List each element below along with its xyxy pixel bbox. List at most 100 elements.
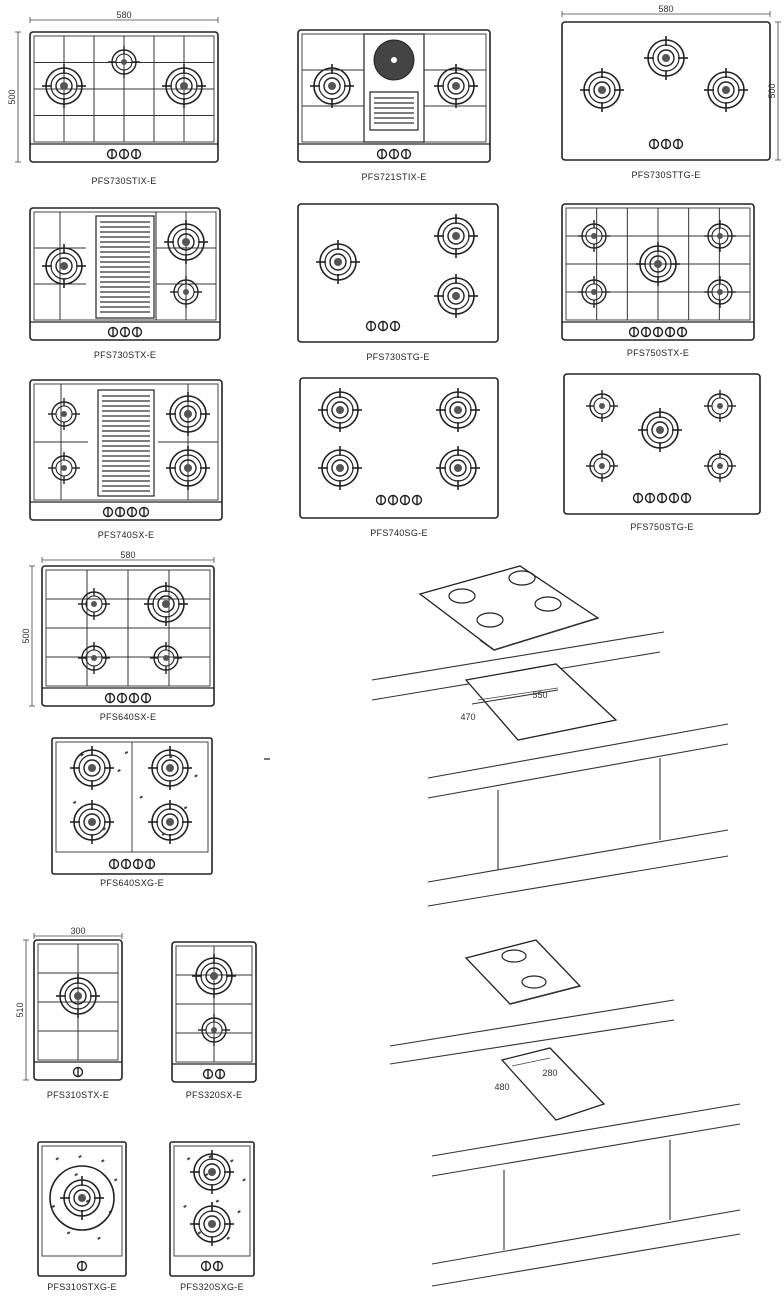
hob-pfs740sx-e: PFS740SX-E bbox=[29, 379, 223, 540]
dimension-width-label: 300 bbox=[70, 926, 85, 936]
burner-icon bbox=[433, 273, 479, 319]
grill-plate-icon bbox=[369, 91, 419, 131]
burner-icon bbox=[577, 219, 611, 253]
hob-outline bbox=[29, 31, 219, 163]
control-knob-icon bbox=[128, 692, 140, 704]
glass-speckle bbox=[85, 1199, 90, 1203]
glass-speckle bbox=[226, 1236, 230, 1240]
glass-speckle bbox=[215, 1199, 220, 1203]
dimension-width-label: 580 bbox=[658, 4, 673, 14]
glass-speckle bbox=[66, 1231, 71, 1235]
control-knob-icon bbox=[389, 320, 401, 332]
dimension-line bbox=[477, 687, 559, 701]
hotplate-center bbox=[391, 57, 397, 63]
worktop-cutout-small bbox=[500, 1047, 606, 1121]
glass-speckle bbox=[51, 1204, 56, 1209]
worktop-line bbox=[431, 1233, 741, 1287]
model-label: PFS730STX-E bbox=[94, 350, 156, 360]
control-knob-icon bbox=[652, 326, 664, 338]
burner-icon bbox=[435, 387, 481, 433]
glass-panel bbox=[173, 1145, 251, 1257]
burner-icon bbox=[47, 451, 81, 485]
glass-speckle bbox=[237, 1210, 241, 1214]
worktop-line bbox=[431, 1103, 741, 1157]
control-knob-icon bbox=[119, 326, 131, 338]
control-knob-icon bbox=[114, 506, 126, 518]
burner-icon bbox=[703, 219, 737, 253]
burner-icon bbox=[165, 445, 211, 491]
burner-icon bbox=[703, 67, 749, 113]
burner-icon bbox=[77, 641, 111, 675]
model-label: PFS640SXG-E bbox=[100, 878, 164, 888]
burner-icon bbox=[169, 275, 203, 309]
glass-speckle bbox=[113, 1178, 118, 1182]
control-knob-icon bbox=[102, 506, 114, 518]
control-knob-icon bbox=[375, 494, 387, 506]
burner-icon bbox=[435, 445, 481, 491]
control-knob-icon bbox=[388, 148, 400, 160]
cutout-width-label: 280 bbox=[542, 1068, 557, 1078]
control-knob-icon bbox=[106, 148, 118, 160]
hob-outline bbox=[297, 203, 499, 343]
control-knob-icon bbox=[131, 326, 143, 338]
dimension-height-label: 510 bbox=[15, 1002, 25, 1017]
control-knob-icon bbox=[132, 858, 144, 870]
burner-icon bbox=[107, 45, 141, 79]
worktop-cutout bbox=[464, 663, 618, 741]
model-label: PFS730STTG-E bbox=[631, 170, 700, 180]
glass-hob-small bbox=[464, 939, 582, 1005]
burner-icon bbox=[579, 67, 625, 113]
burner-icon bbox=[643, 35, 689, 81]
model-label: PFS740SX-E bbox=[98, 530, 155, 540]
control-knob-icon bbox=[400, 148, 412, 160]
burner-icon bbox=[433, 213, 479, 259]
hob-pfs730stg-e: PFS730STG-E bbox=[297, 203, 499, 362]
hob-outline bbox=[29, 379, 223, 521]
hob-outline bbox=[51, 737, 213, 875]
control-knob-icon bbox=[116, 692, 128, 704]
burner-icon bbox=[585, 449, 619, 483]
burner-icon bbox=[59, 1175, 105, 1221]
burner-icon bbox=[69, 799, 115, 845]
hob-outline bbox=[33, 939, 123, 1081]
grate-border bbox=[33, 211, 217, 321]
hotplate-icon bbox=[521, 975, 547, 989]
control-knob-icon bbox=[365, 320, 377, 332]
glass-speckle bbox=[186, 1157, 191, 1161]
hotplate-icon bbox=[448, 588, 476, 604]
burner-icon bbox=[163, 219, 209, 265]
model-label: PFS740SG-E bbox=[370, 528, 428, 538]
hotplate-icon bbox=[476, 612, 504, 628]
hob-outline bbox=[37, 1141, 127, 1277]
glass-speckle bbox=[124, 750, 129, 755]
control-knob-icon bbox=[676, 326, 688, 338]
control-knob-icon bbox=[664, 326, 676, 338]
glass-speckle bbox=[169, 755, 173, 759]
hob-edge bbox=[509, 985, 581, 1005]
hob-pfs750stx-e: PFS750STX-E bbox=[561, 203, 755, 358]
grill-plate-icon bbox=[97, 389, 155, 497]
burner-icon bbox=[47, 397, 81, 431]
model-label: PFS750STG-E bbox=[630, 522, 693, 532]
wok-ring bbox=[49, 1165, 115, 1231]
model-label: PFS730STIX-E bbox=[91, 176, 156, 186]
burner-icon bbox=[703, 449, 737, 483]
glass-speckle bbox=[78, 1154, 82, 1159]
burner-icon bbox=[577, 275, 611, 309]
burner-icon bbox=[433, 63, 479, 109]
hotplate-icon bbox=[501, 949, 527, 963]
burner-icon bbox=[703, 275, 737, 309]
control-knob-icon bbox=[660, 138, 672, 150]
cutout-inner bbox=[471, 689, 559, 705]
model-label: PFS730STG-E bbox=[366, 352, 429, 362]
glass-speckle bbox=[208, 1154, 212, 1159]
control-knob-icon bbox=[214, 1068, 226, 1080]
burner-icon bbox=[585, 389, 619, 423]
dimension-height-label: 500 bbox=[7, 89, 17, 104]
hob-pfs730stx-e: PFS730STX-E bbox=[29, 207, 221, 360]
